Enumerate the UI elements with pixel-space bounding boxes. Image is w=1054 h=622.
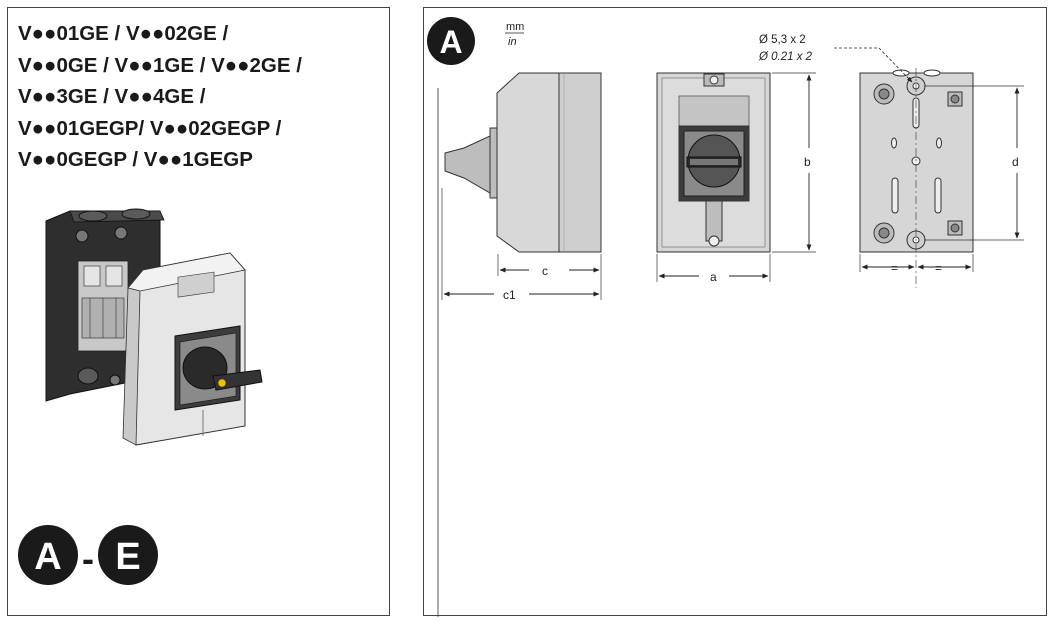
dimension-c1-label: c1 bbox=[503, 288, 516, 302]
model-line-4: V●●01GEGP/ V●●02GEGP / bbox=[18, 116, 282, 140]
product-panel: V●●01GE / V●●02GE / V●●0GE / V●●1GE / V●… bbox=[7, 7, 390, 616]
equal-left-label: = bbox=[891, 261, 898, 275]
switch-disconnector-illustration bbox=[45, 208, 263, 446]
unit-mm-label: mm bbox=[506, 21, 524, 33]
hole-spec-metric: Ø 5,3 x 2 bbox=[759, 34, 806, 46]
dimension-drawing: A mm in c c1 bbox=[427, 17, 1024, 617]
hole-spec-imperial: Ø 0.21 x 2 bbox=[758, 51, 813, 63]
model-line-1: V●●01GE / V●●02GE / bbox=[18, 22, 229, 45]
equal-right-label: = bbox=[935, 261, 942, 275]
side-view bbox=[444, 72, 602, 253]
unit-in-label: in bbox=[508, 36, 517, 48]
enclosure-cover-illustration bbox=[122, 252, 263, 446]
front-view bbox=[656, 72, 771, 253]
section-a-letter: A bbox=[34, 536, 61, 578]
drawing-a-badge: A bbox=[427, 17, 475, 65]
model-line-2: V●●0GE / V●●1GE / V●●2GE / bbox=[18, 53, 302, 77]
section-e-badge: E bbox=[98, 525, 158, 585]
dimension-drawing-panel: A mm in c c1 bbox=[423, 7, 1047, 617]
dimension-d-label: d bbox=[1012, 155, 1019, 169]
section-e-letter: E bbox=[115, 536, 140, 578]
model-line-5: V●●0GEGP / V●●1GEGP bbox=[18, 148, 253, 171]
model-line-3: V●●3GE / V●●4GE / bbox=[18, 85, 206, 108]
section-badges: A - E bbox=[18, 525, 158, 585]
section-a-badge: A bbox=[18, 525, 78, 585]
dimension-c-label: c bbox=[542, 264, 548, 278]
drawing-a-letter: A bbox=[439, 24, 462, 60]
rear-view bbox=[859, 69, 974, 253]
section-badge-separator: - bbox=[82, 538, 94, 579]
dimension-a-label: a bbox=[710, 270, 717, 284]
model-reference-list: V●●01GE / V●●02GE / V●●0GE / V●●1GE / V●… bbox=[18, 18, 388, 176]
hole-spec-leader bbox=[834, 47, 913, 83]
dimension-b-label: b bbox=[804, 155, 811, 169]
